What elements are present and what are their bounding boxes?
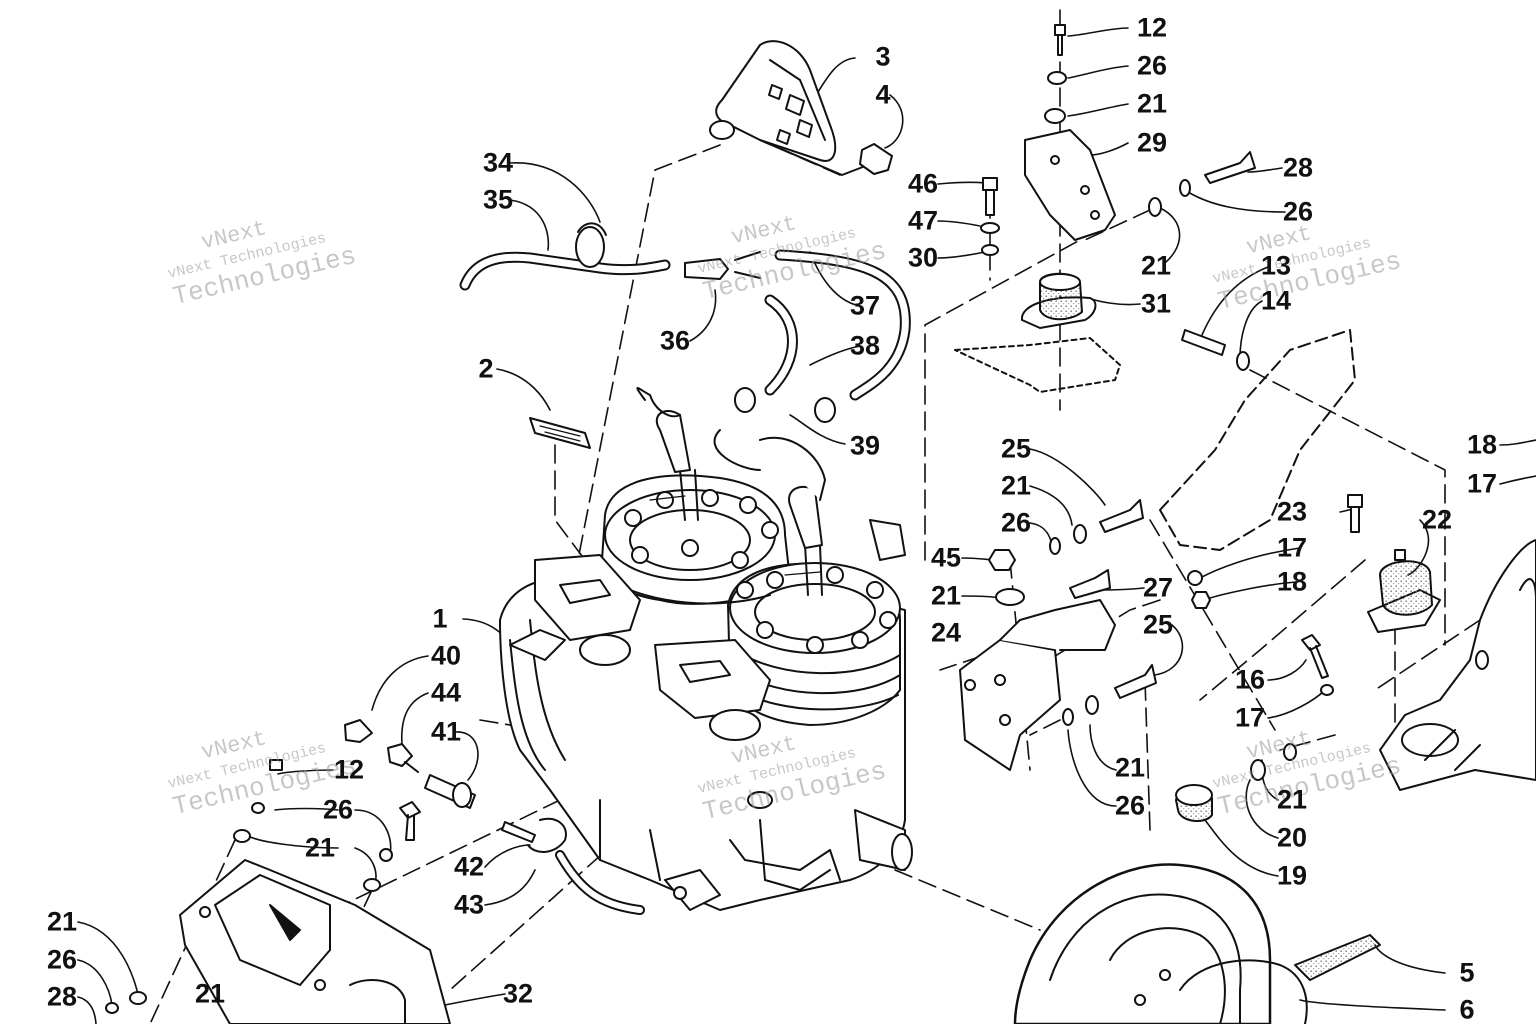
callout-26: 26 xyxy=(1000,507,1032,538)
callout-28: 28 xyxy=(46,981,78,1012)
callout-26: 26 xyxy=(46,944,78,975)
callout-40: 40 xyxy=(430,640,462,671)
callout-21: 21 xyxy=(194,978,226,1009)
callout-26: 26 xyxy=(1282,196,1314,227)
callout-18: 18 xyxy=(1276,566,1308,597)
callout-47: 47 xyxy=(907,205,939,236)
callout-21: 21 xyxy=(1114,752,1146,783)
callout-39: 39 xyxy=(849,430,881,461)
callout-19: 19 xyxy=(1276,860,1308,891)
callout-20: 20 xyxy=(1276,822,1308,853)
callout-42: 42 xyxy=(453,851,485,882)
callout-21: 21 xyxy=(1000,470,1032,501)
callout-28: 28 xyxy=(1282,152,1314,183)
callout-17: 17 xyxy=(1234,702,1266,733)
part-32-mount xyxy=(179,859,451,1025)
part-4-grommet xyxy=(859,143,893,175)
callout-22: 22 xyxy=(1421,504,1453,535)
callout-26: 26 xyxy=(1114,790,1146,821)
callout-38: 38 xyxy=(849,330,881,361)
callout-21: 21 xyxy=(1276,784,1308,815)
callout-14: 14 xyxy=(1260,285,1292,316)
part-31-mount xyxy=(1020,272,1097,329)
callout-29: 29 xyxy=(1136,127,1168,158)
part-1-engine xyxy=(499,387,913,911)
callout-1: 1 xyxy=(432,603,448,634)
callout-16: 16 xyxy=(1234,664,1266,695)
callout-36: 36 xyxy=(659,325,691,356)
callout-12: 12 xyxy=(1136,12,1168,43)
part-29-bracket xyxy=(1024,129,1116,241)
callout-3: 3 xyxy=(875,41,891,72)
callout-35: 35 xyxy=(482,184,514,215)
callout-27: 27 xyxy=(1142,572,1174,603)
callout-25: 25 xyxy=(1000,433,1032,464)
callout-21: 21 xyxy=(304,832,336,863)
callout-17: 17 xyxy=(1276,532,1308,563)
callout-26: 26 xyxy=(322,794,354,825)
callout-21: 21 xyxy=(46,906,78,937)
callout-31: 31 xyxy=(1140,288,1172,319)
callout-2: 2 xyxy=(478,353,494,384)
callout-41: 41 xyxy=(430,716,462,747)
drive-clutch xyxy=(1013,863,1381,1026)
callout-6: 6 xyxy=(1459,994,1475,1025)
callout-26: 26 xyxy=(1136,50,1168,81)
callout-30: 30 xyxy=(907,242,939,273)
callout-44: 45 xyxy=(930,542,962,573)
callout-25: 25 xyxy=(1142,609,1174,640)
callout-43: 43 xyxy=(453,889,485,920)
callout-21: 21 xyxy=(930,580,962,611)
callout-34: 34 xyxy=(482,147,514,178)
callout-4: 4 xyxy=(875,79,891,110)
callout-45: 44 xyxy=(430,677,462,708)
callout-12: 12 xyxy=(333,754,365,785)
callout-23: 23 xyxy=(1276,496,1308,527)
callout-21: 21 xyxy=(1140,250,1172,281)
part-22-mount xyxy=(1367,549,1441,633)
callout-32: 32 xyxy=(502,978,534,1009)
callout-5: 5 xyxy=(1459,957,1475,988)
callout-24: 24 xyxy=(930,617,962,648)
part-2-decal xyxy=(529,417,591,449)
part-24-bracket xyxy=(959,639,1061,771)
callout-21: 21 xyxy=(1136,88,1168,119)
callout-37: 37 xyxy=(849,290,881,321)
part-3-bracket xyxy=(709,40,869,176)
callout-17: 17 xyxy=(1466,468,1498,499)
callout-13: 13 xyxy=(1260,250,1292,281)
callout-18: 18 xyxy=(1466,429,1498,460)
hose-assembly xyxy=(459,222,911,423)
callout-46: 46 xyxy=(907,168,939,199)
